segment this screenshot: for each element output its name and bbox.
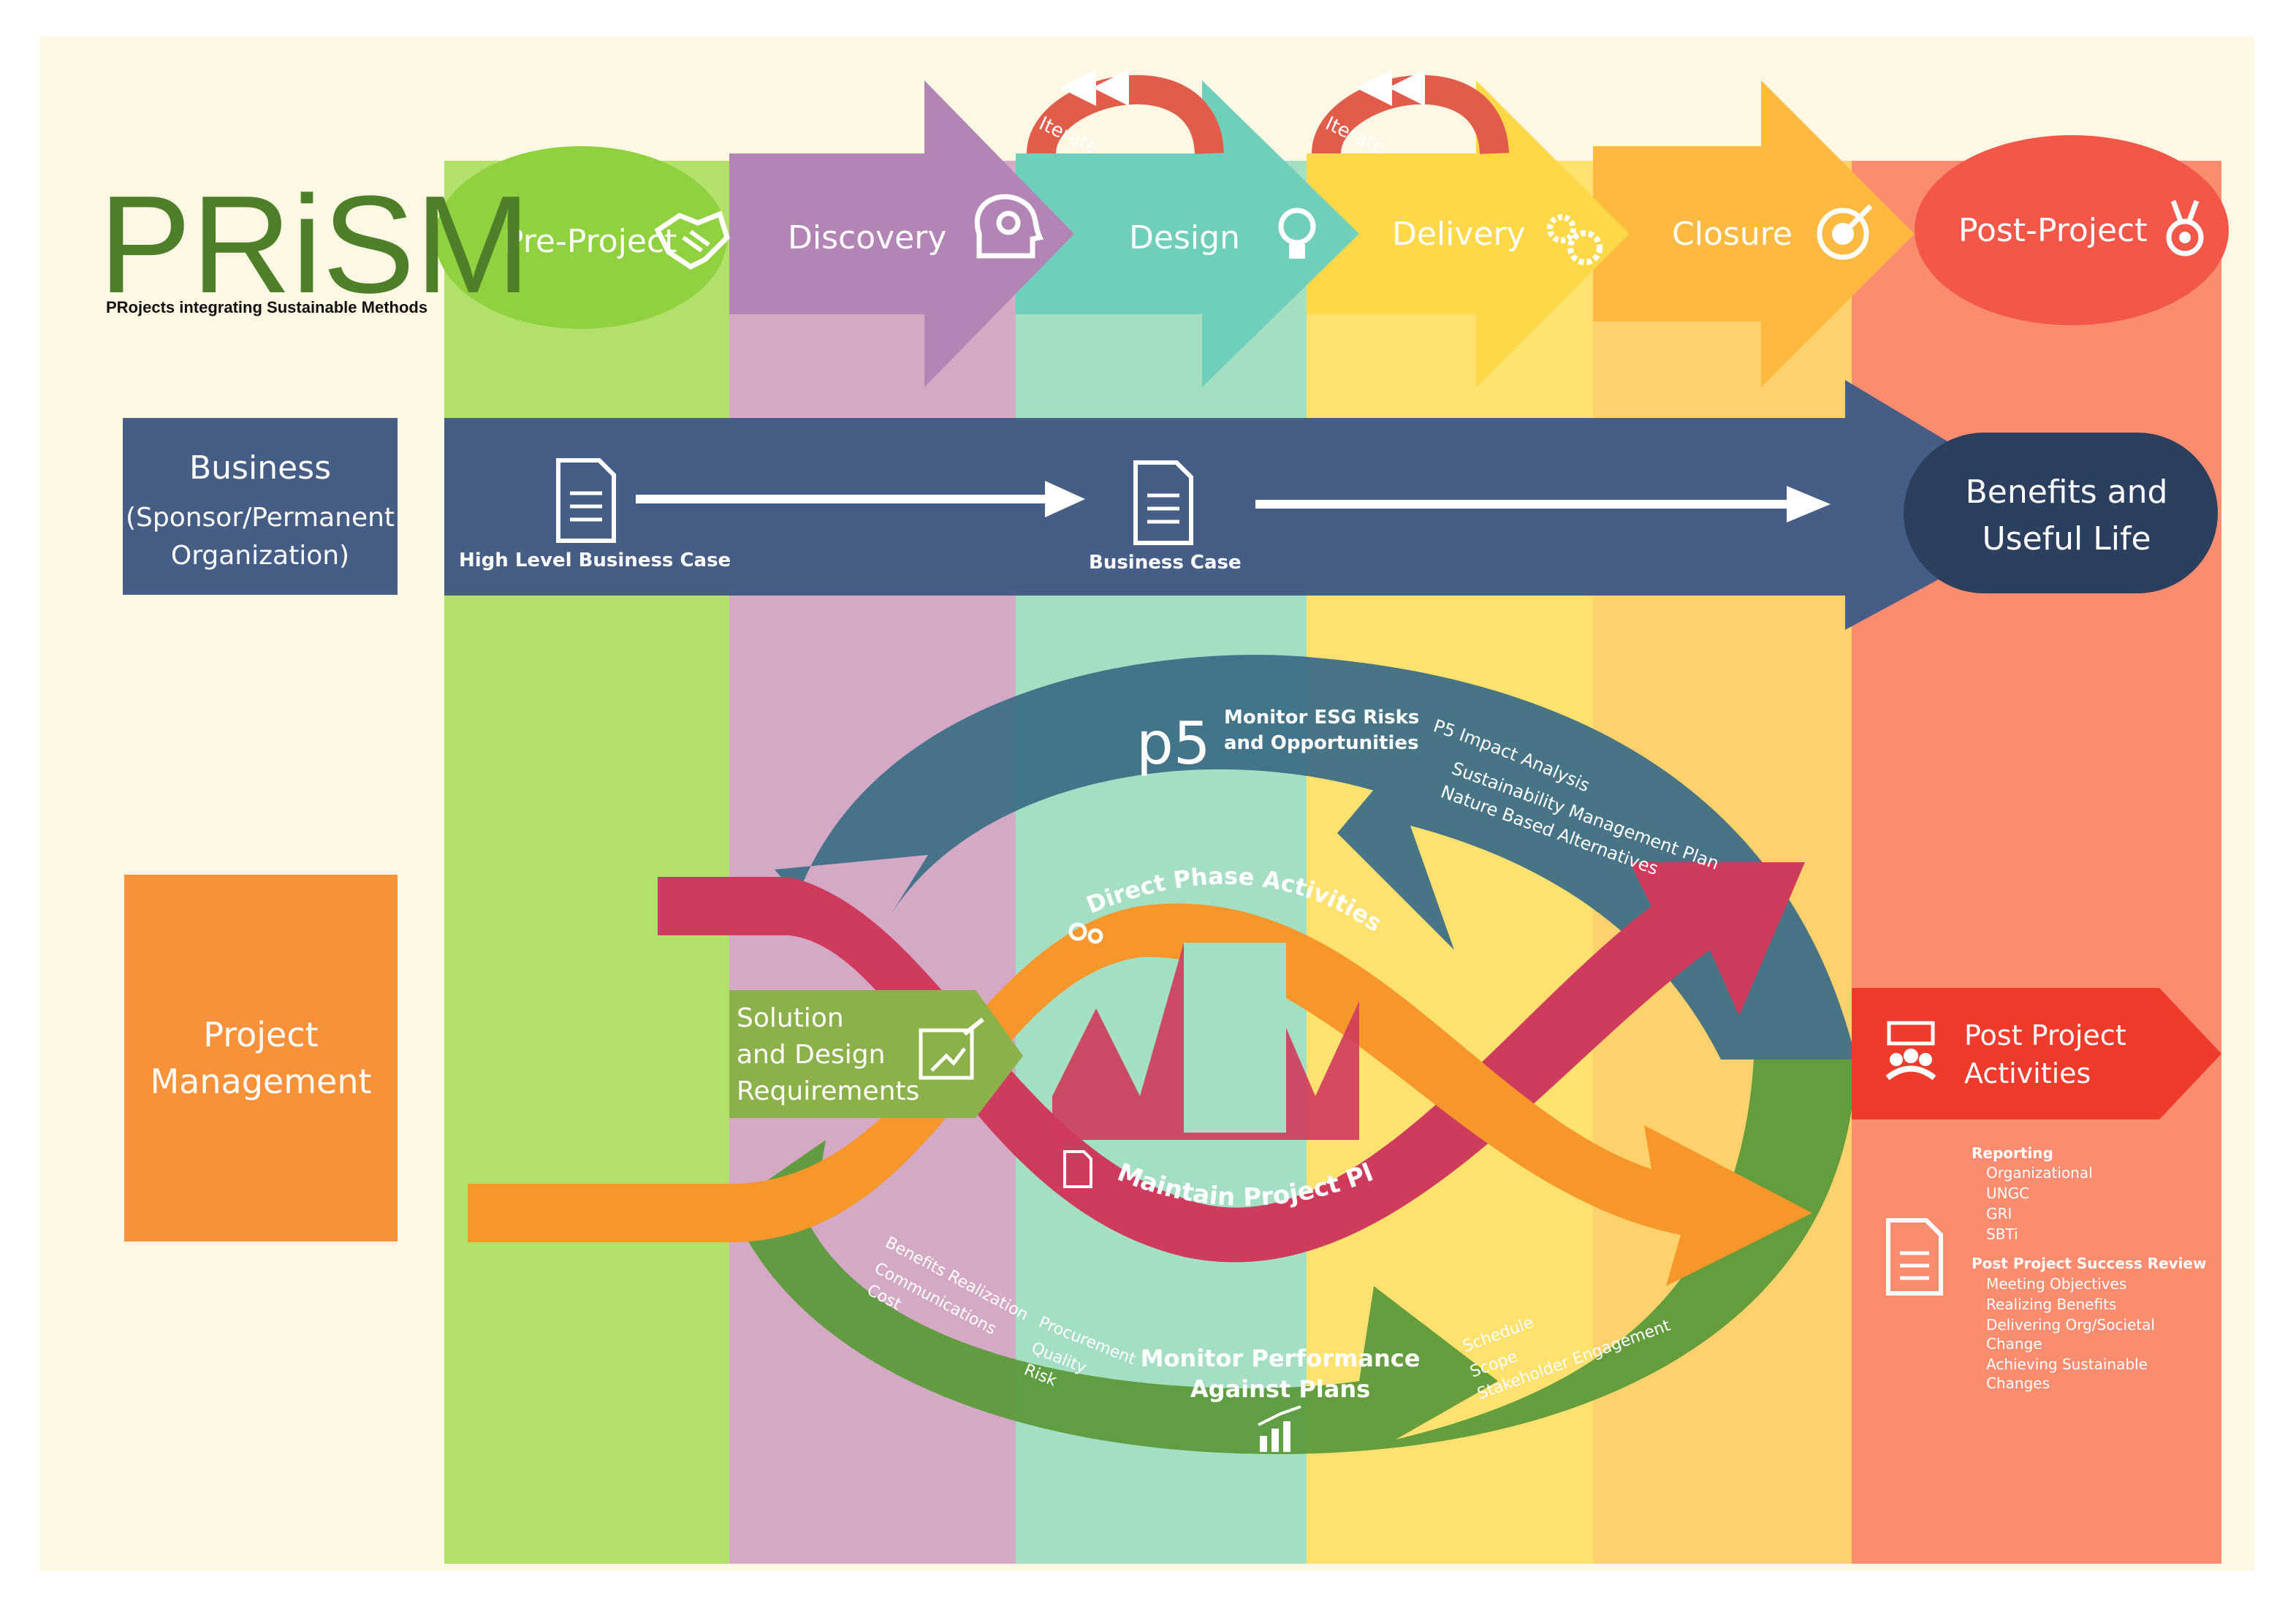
solution-label-line: and Design [737, 1040, 885, 1070]
medal-icon [2166, 199, 2204, 256]
reporting-item: GRI [1986, 1205, 2012, 1222]
chart-icon [1258, 1405, 1301, 1452]
p5-badge: p5 [1136, 710, 1211, 777]
monitor-title-line: Monitor Performance [1141, 1345, 1421, 1372]
column-design [1016, 161, 1307, 1564]
column-pre-project [444, 161, 729, 1564]
flow-arrowhead [1787, 486, 1831, 522]
lightbulb-icon [1278, 208, 1316, 259]
document-icon [1886, 1218, 1943, 1296]
phase-label-delivery: Delivery [1392, 216, 1526, 253]
reporting-item: Organizational [1986, 1164, 2093, 1182]
reporting-item: UNGC [1986, 1184, 2029, 1202]
monitor-title-line: Against Plans [1190, 1375, 1370, 1403]
maintain-band [658, 862, 1805, 1263]
post-activities-arrow [1852, 988, 2221, 1119]
review-item: Changes [1986, 1374, 2050, 1392]
document-icon [556, 458, 616, 543]
reporting-item: SBTi [1986, 1225, 2018, 1243]
esg-title-line: and Opportunities [1224, 732, 1419, 754]
review-item: Delivering Org/Societal [1986, 1316, 2155, 1334]
flow-arrowhead [1045, 481, 1085, 517]
phase-label-closure: Closure [1672, 216, 1793, 253]
pm-label-line: Project [203, 1015, 318, 1054]
phase-label-pre-project: Pre-Project [504, 223, 677, 260]
benefits-pill [1904, 433, 2218, 593]
project-management-label-box [124, 875, 398, 1241]
closure-arrow [1593, 80, 1915, 387]
post-activities-label-line: Activities [1964, 1057, 2091, 1089]
benefits-label-line: Benefits and [1966, 474, 2168, 511]
column-post-project [1852, 161, 2221, 1564]
gears-icon [1068, 922, 1103, 944]
business-label-line: (Sponsor/Permanent [126, 503, 395, 533]
delivery-arrow [1307, 80, 1630, 387]
post-activities-label-line: Post Project [1964, 1019, 2126, 1052]
solution-label-line: Solution [737, 1003, 844, 1033]
phase-label-design: Design [1129, 219, 1240, 256]
esg-arc [775, 655, 1856, 1060]
review-item: Realizing Benefits [1986, 1296, 2116, 1313]
business-label-line: Organization) [171, 541, 349, 571]
solution-label-line: Requirements [737, 1076, 919, 1106]
review-title: Post Project Success Review [1972, 1255, 2206, 1272]
solution-box [729, 990, 1023, 1118]
design-arrow [1016, 80, 1359, 387]
target-icon [1817, 204, 1873, 260]
doc-label-high-level-business-case: High Level Business Case [459, 549, 731, 571]
project-management-row: Project Management [124, 875, 398, 1241]
business-label-line: Business [189, 449, 331, 487]
doc-label-business-case: Business Case [1089, 552, 1242, 574]
document-icon [1133, 460, 1193, 545]
phase-header: Pre-Project Discovery Design Delivery Cl… [435, 69, 2229, 387]
esg-title-line: Monitor ESG Risks [1224, 707, 1419, 729]
logo-tagline: PRojects integrating Sustainable Methods [106, 298, 427, 316]
direct-band [468, 903, 1812, 1286]
business-row: Business (Sponsor/Permanent Organization… [123, 380, 2218, 630]
handshake-icon [654, 210, 730, 270]
post-project-oval [1915, 135, 2229, 325]
logo-text: PRiSM [99, 167, 531, 322]
prism-logo: PRiSM PRojects integrating Sustainable M… [99, 167, 531, 322]
pm-label-line: Management [150, 1062, 371, 1101]
discovery-arrow [729, 80, 1074, 387]
pre-project-oval [435, 146, 727, 329]
phase-label-post-project: Post-Project [1958, 212, 2147, 249]
review-item: Achieving Sustainable [1986, 1355, 2148, 1373]
gears-icon [1547, 214, 1603, 265]
review-item: Change [1986, 1335, 2042, 1353]
reporting-title: Reporting [1972, 1144, 2053, 1162]
phase-columns [444, 161, 2221, 1564]
head-gear-icon [975, 194, 1044, 259]
review-item: Meeting Objectives [1986, 1275, 2126, 1293]
phase-label-discovery: Discovery [788, 219, 946, 256]
people-icon [1885, 1021, 1936, 1081]
benefits-label-line: Useful Life [1982, 520, 2151, 558]
business-label-box [123, 418, 398, 595]
business-flow-arrow [444, 380, 2064, 630]
document-icon [1063, 1150, 1092, 1188]
blueprint-icon [919, 1017, 984, 1080]
post-project-activities: Post Project Activities Reporting Organi… [1852, 988, 2221, 1392]
inner-gap [1184, 943, 1286, 1133]
